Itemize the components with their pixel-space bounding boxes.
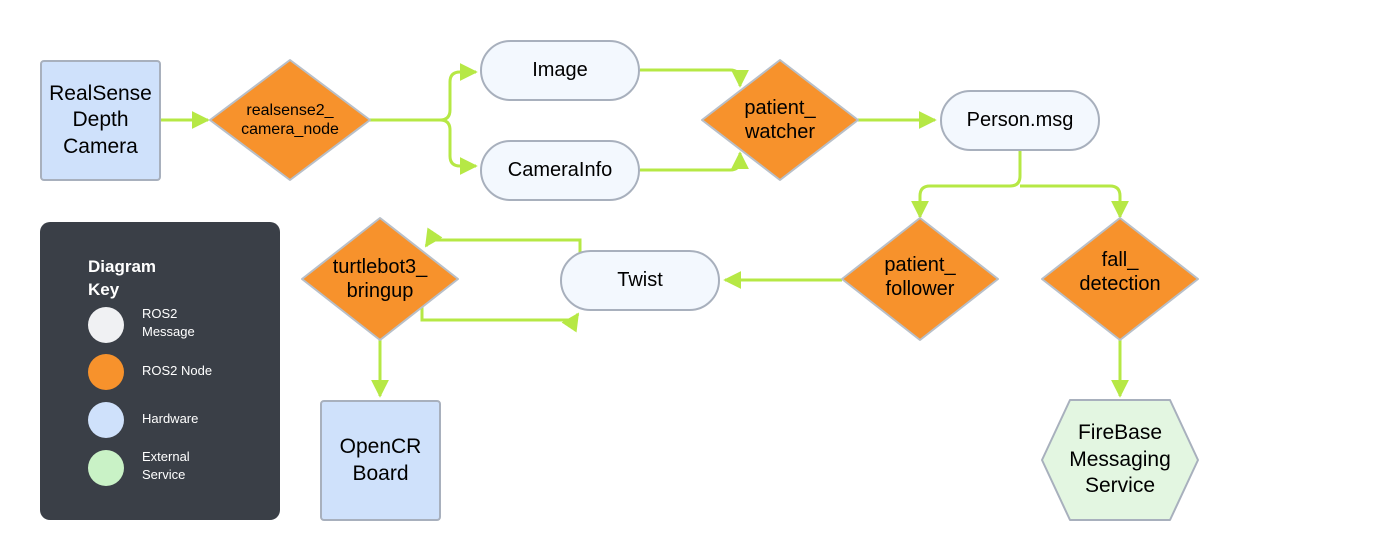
person-msg-message[interactable]: Person.msg [940, 90, 1100, 151]
patient-follower-node-shape[interactable] [841, 217, 999, 341]
edge-camera-node-to-image [368, 63, 478, 122]
opencr-board-label: OpenCR Board [339, 435, 422, 485]
key-hardware-label: Hardware [142, 411, 199, 426]
key-ros2-node-circle-icon [88, 354, 124, 390]
key-ros2-message-circle-icon [88, 307, 124, 343]
realsense2-camera-node-shape[interactable] [209, 59, 371, 181]
image-message[interactable]: Image [480, 40, 640, 101]
camerainfo-message-label: CameraInfo [507, 159, 613, 181]
key-external-service-circle-icon [88, 450, 124, 486]
diagram-key-title: Diagram Key [88, 257, 157, 299]
realsense2-camera-node-label: realsense2_ camera_node [241, 101, 339, 138]
edge-person-msg-to-patient-follower [911, 150, 1022, 219]
edge-image-to-patient-watcher [640, 68, 749, 88]
fall-detection-node-label: fall_ detection [1079, 249, 1161, 295]
realsense-depth-camera-box[interactable]: RealSense Depth Camera [40, 60, 161, 181]
key-ros2-node-label: ROS2 Node [142, 363, 213, 378]
camerainfo-message[interactable]: CameraInfo [480, 140, 640, 201]
patient-watcher-node-label: patient_ watcher [744, 97, 816, 143]
firebase-service-label: FireBase Messaging Service [1069, 421, 1171, 498]
edge-camerainfo-to-patient-watcher [640, 151, 749, 172]
key-external-service-label: External Service [142, 449, 190, 483]
turtlebot3-bringup-node-label: turtlebot3_ bringup [332, 256, 428, 302]
key-ros2-message-label: ROS2 Message [142, 306, 195, 340]
patient-watcher-node-shape[interactable] [701, 59, 859, 181]
twist-message[interactable]: Twist [560, 250, 720, 311]
realsense-depth-camera-label: RealSense Depth Camera [49, 82, 152, 158]
patient-follower-node-label: patient_ follower [884, 254, 956, 300]
edge-turtlebot-bringup-to-twist [420, 305, 580, 333]
turtlebot3-bringup-node-shape[interactable] [301, 217, 459, 341]
firebase-service-shape[interactable] [1041, 399, 1199, 521]
diagram-key-panel [40, 222, 280, 520]
edge-person-msg-to-fall-detection [1020, 184, 1129, 219]
fall-detection-node-shape[interactable] [1041, 217, 1199, 341]
opencr-board-box[interactable]: OpenCR Board [320, 400, 441, 521]
edge-camera-node-to-camerainfo [439, 118, 478, 175]
key-hardware-circle-icon [88, 402, 124, 438]
twist-message-label: Twist [617, 269, 663, 291]
edge-twist-to-turtlebot-bringup [424, 227, 582, 254]
image-message-label: Image [532, 59, 588, 81]
person-msg-message-label: Person.msg [966, 109, 1074, 131]
